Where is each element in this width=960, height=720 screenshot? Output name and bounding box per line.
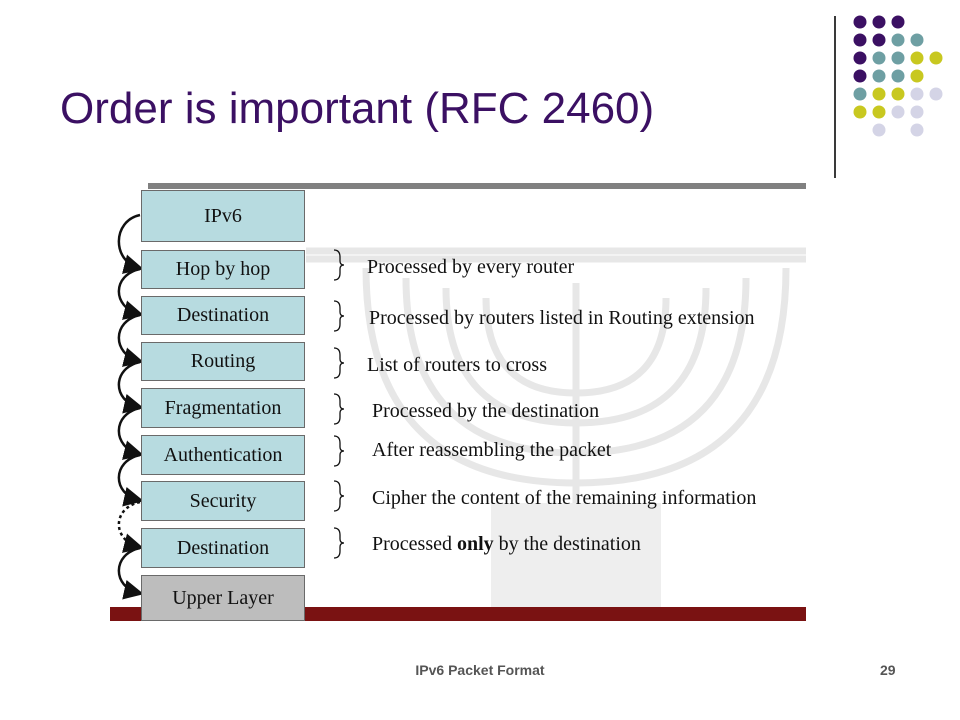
header-box-security: Security (141, 481, 305, 521)
decorative-dot (853, 51, 867, 65)
brace-icon (333, 249, 345, 281)
header-box-hop-by-hop: Hop by hop (141, 250, 305, 289)
decorative-dot (891, 87, 905, 101)
description-destination: Processed by routers listed in Routing e… (369, 307, 755, 329)
decorative-dot (872, 33, 886, 47)
decorative-dot (853, 105, 867, 119)
brace-icon (333, 300, 345, 332)
decorative-dot (891, 105, 905, 119)
description-fragmentation: Processed by the destination (372, 400, 600, 422)
brace-icon (333, 435, 345, 467)
header-chain-arrows (117, 213, 144, 600)
decorative-dot (872, 69, 886, 83)
decorative-dot (891, 51, 905, 65)
brace-icon (333, 480, 345, 512)
title-divider-line (834, 16, 836, 178)
figure-top-bar (148, 183, 806, 189)
menorah-watermark (306, 247, 806, 607)
decorative-dot (929, 51, 943, 65)
description-authentication: After reassembling the packet (372, 439, 612, 461)
decorative-dot (910, 69, 924, 83)
ipv6-extension-order-figure: IPv6 Hop by hop Destination Routing Frag… (110, 183, 810, 623)
decorative-dot (891, 69, 905, 83)
decorative-dot (853, 33, 867, 47)
header-box-destination: Destination (141, 296, 305, 335)
decorative-dot (872, 87, 886, 101)
decorative-dot (929, 87, 943, 101)
page-number: 29 (880, 662, 896, 678)
decorative-dot (853, 69, 867, 83)
header-box-upper-layer: Upper Layer (141, 575, 305, 621)
slide-title: Order is important (RFC 2460) (60, 84, 655, 133)
brace-icon (333, 527, 345, 559)
decorative-dot (910, 33, 924, 47)
header-box-fragmentation: Fragmentation (141, 388, 305, 428)
header-box-ipv6: IPv6 (141, 190, 305, 242)
description-hop-by-hop: Processed by every router (367, 256, 575, 278)
brace-icon (333, 393, 345, 425)
footer-title: IPv6 Packet Format (415, 662, 545, 678)
header-box-routing: Routing (141, 342, 305, 381)
description-routing: List of routers to cross (367, 354, 547, 376)
decorative-dot (853, 87, 867, 101)
decorative-dot (910, 51, 924, 65)
decorative-dot (853, 15, 867, 29)
brace-icon (333, 347, 345, 379)
decorative-dot (910, 87, 924, 101)
decorative-dot (872, 15, 886, 29)
decorative-dot (891, 15, 905, 29)
decorative-dot (910, 105, 924, 119)
decorative-dot (891, 33, 905, 47)
decorative-dot (910, 123, 924, 137)
decorative-dot (872, 105, 886, 119)
decorative-dot (872, 51, 886, 65)
decorative-dot (872, 123, 886, 137)
header-box-destination-final: Destination (141, 528, 305, 568)
description-security: Cipher the content of the remaining info… (372, 487, 757, 509)
decorative-dot-grid (853, 15, 943, 137)
header-box-authentication: Authentication (141, 435, 305, 475)
description-destination-final: Processed only by the destination (372, 533, 641, 555)
